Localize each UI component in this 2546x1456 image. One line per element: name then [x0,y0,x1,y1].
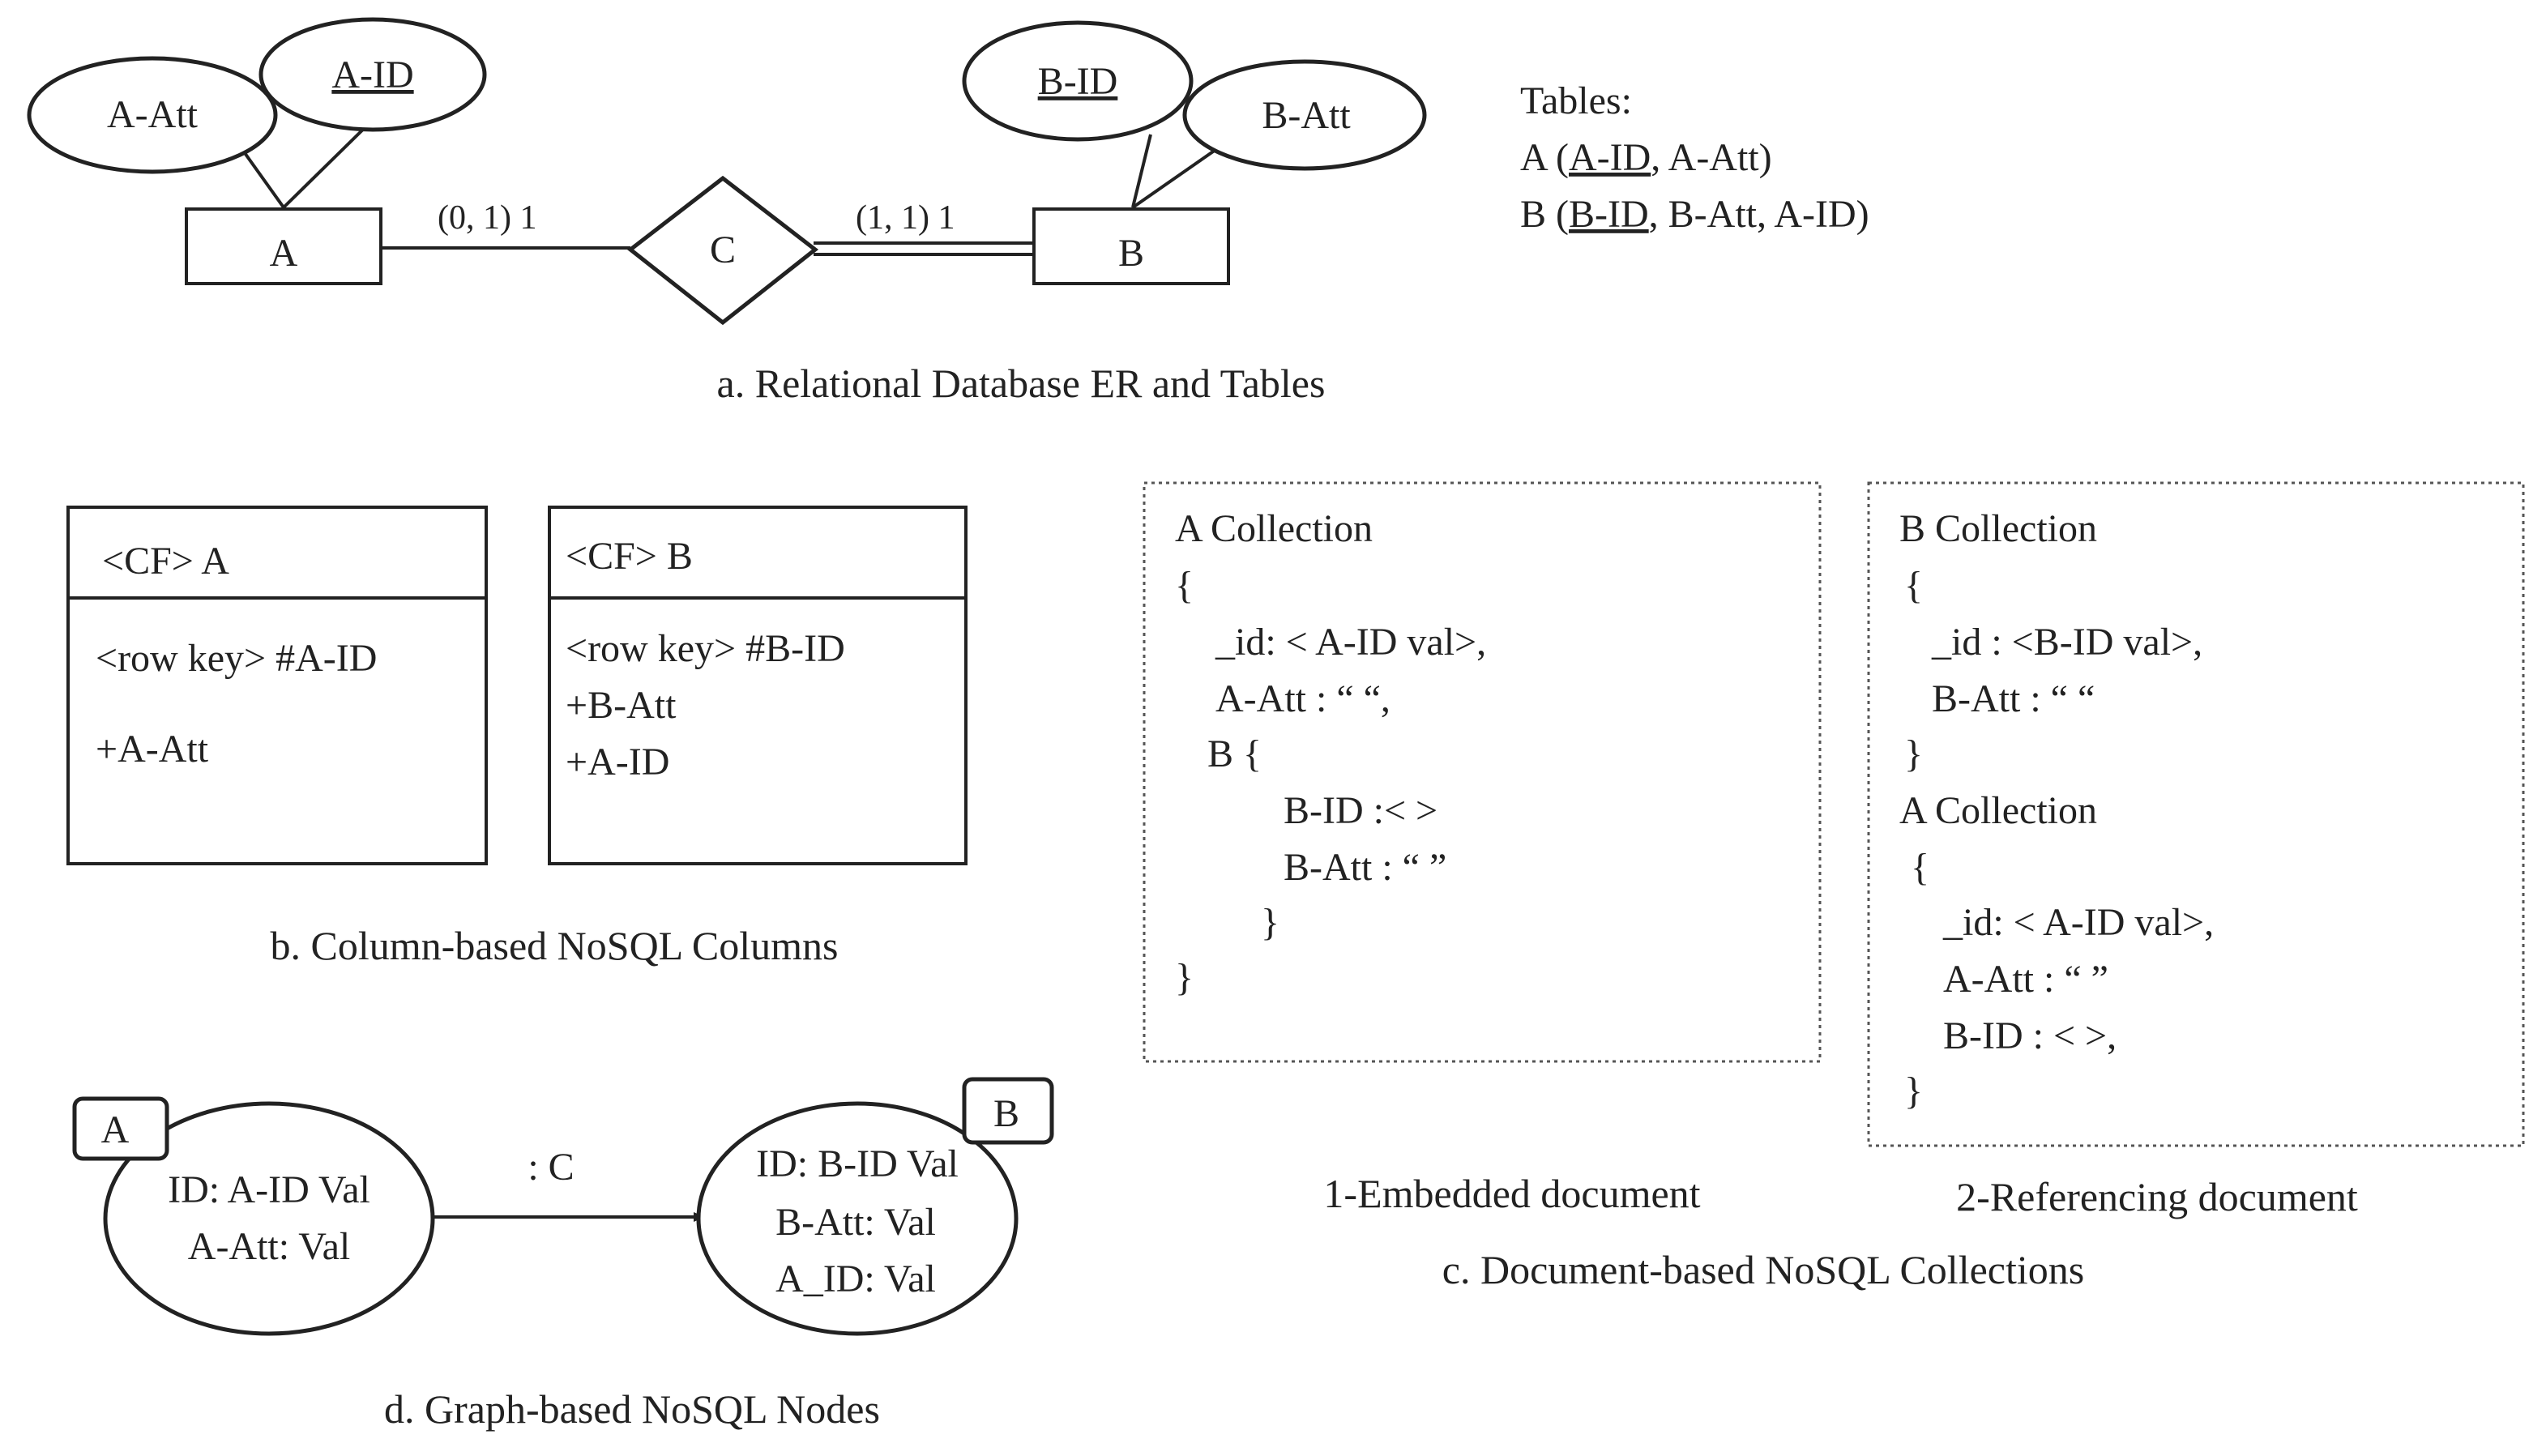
cf-b-line: <row key> #B-ID [566,627,845,670]
graph-node-a-tag: A [101,1108,130,1151]
table-b-key: B-ID [1569,193,1649,236]
embedded-document: A Collection { _id: < A-ID val>, A-Att :… [1143,481,1822,1063]
embedded-document-label: 1-Embedded document [1323,1171,1700,1216]
document-line: _id: < A-ID val>, [1942,901,2214,944]
attribute-b-att [1182,59,1427,171]
attribute-a-att-label: A-Att [107,93,199,136]
cf-b-header: <CF> B [566,535,693,578]
document-line: A Collection [1899,789,2097,832]
graph-node-a-line: A-Att: Val [188,1225,350,1268]
column-family-b: <CF> B <row key> #B-ID +B-Att +A-ID [548,506,968,865]
embedded-document-box [1143,481,1822,1063]
graph-node-b-tag-box [962,1077,1054,1145]
document-line: A Collection [1175,507,1373,550]
relationship-c [626,175,819,326]
document-line: B-Att : “ ” [1284,846,1446,889]
table-a-key: A-ID [1569,136,1651,179]
referencing-document-box [1867,481,2525,1147]
graph-node-a [103,1101,435,1336]
cf-a-box [66,506,488,865]
tables-heading: Tables: [1520,79,1632,122]
graph-node-a-tag-box [72,1096,169,1161]
document-line: } [1175,956,1194,999]
entity-b [1032,207,1230,285]
cf-a-header: <CF> A [102,540,229,583]
attribute-a-id [258,17,487,132]
table-a-definition: A (A-ID, A-Att) [1520,136,1772,179]
attribute-b-id-label: B-ID [1038,60,1118,103]
column-family-a: <CF> A <row key> #A-ID +A-Att [66,506,488,865]
document-line: { [1175,564,1194,607]
document-line: _id: < A-ID val>, [1215,621,1486,664]
cardinality-a: (0, 1) 1 [438,199,536,237]
cf-a-line: <row key> #A-ID [96,637,377,680]
connector-a-att [241,149,285,209]
cf-a-line: +A-Att [96,728,209,771]
graph-node-b-line: B-Att: Val [775,1201,936,1244]
graph-node-b-line: ID: B-ID Val [756,1142,959,1185]
attribute-b-att-label: B-Att [1262,94,1351,137]
graph-edge-label: : C [528,1146,574,1189]
caption-d: d. Graph-based NoSQL Nodes [384,1386,880,1432]
attribute-a-id-label: A-ID [331,53,413,96]
er-diagram: A-Att A-ID B-ID B-Att (0, 1) 1 (1, 1) 1 … [27,17,1427,326]
table-b-definition: B (B-ID, B-Att, A-ID) [1520,193,1869,236]
document-line: B-Att : “ “ [1932,677,2095,720]
tables-listing: Tables: A (A-ID, A-Att) B (B-ID, B-Att, … [1520,79,1869,236]
caption-b: b. Column-based NoSQL Columns [271,923,839,968]
connector-b-att [1131,143,1225,209]
relationship-c-label: C [710,228,736,271]
attribute-b-id [962,20,1194,142]
cf-b-box [548,506,968,865]
referencing-document-label: 2-Referencing document [1956,1174,2358,1219]
document-line: B-ID : < >, [1943,1014,2117,1057]
document-line: B { [1207,732,1262,775]
document-line: A-Att : “ “, [1215,677,1390,720]
caption-c: c. Document-based NoSQL Collections [1442,1247,2084,1292]
document-line: } [1904,732,1923,775]
entity-a [185,207,382,285]
graph-node-b [696,1101,1019,1336]
document-line: B Collection [1899,507,2097,550]
document-line: A-Att : “ ” [1943,958,2108,1001]
entity-a-label: A [270,232,298,275]
graph-node-a-line: ID: A-ID Val [168,1168,370,1211]
graph-node-b-tag: B [993,1092,1019,1135]
document-line: { [1911,846,1929,889]
entity-b-label: B [1118,232,1144,275]
graph-diagram: : C A ID: A-ID Val A-Att: Val B ID: B-ID… [72,1077,1054,1336]
document-line: { [1904,564,1923,607]
connector-b-id [1131,134,1152,208]
cardinality-b: (1, 1) 1 [856,199,955,237]
attribute-a-att [27,56,278,174]
caption-a: a. Relational Database ER and Tables [717,361,1326,406]
cf-b-line: +A-ID [566,741,669,784]
document-line: B-ID :< > [1284,789,1437,832]
document-line: } [1261,901,1279,944]
connector-a-id [282,118,374,209]
document-line: _id : <B-ID val>, [1931,621,2202,664]
referencing-document: B Collection { _id : <B-ID val>, B-Att :… [1867,481,2525,1147]
document-line: } [1904,1070,1923,1112]
cf-b-line: +B-Att [566,684,677,727]
graph-node-b-line: A_ID: Val [775,1257,936,1300]
